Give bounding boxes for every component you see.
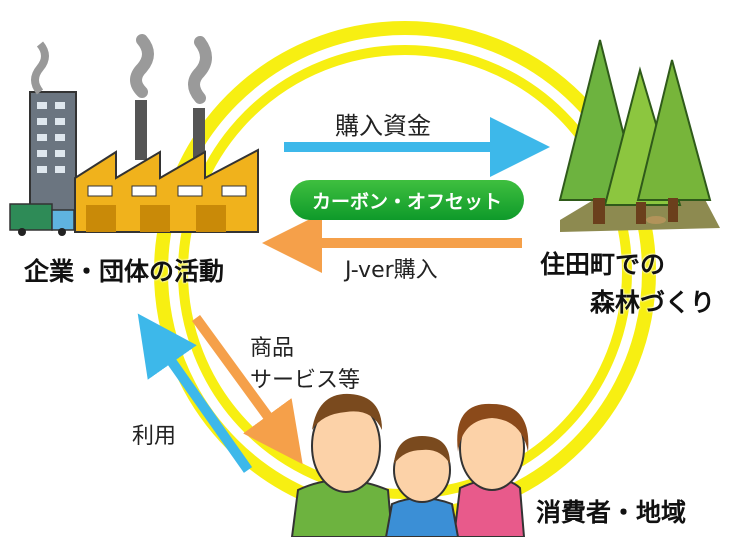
use-label: 利用 xyxy=(132,424,177,449)
jver-purchase-label: J-ver購入 xyxy=(345,258,438,283)
goods-label-line1: 商品 xyxy=(250,336,295,361)
company-activity-label: 企業・団体の活動 xyxy=(24,257,225,286)
family-illustration xyxy=(290,393,529,537)
goods-services-arrow xyxy=(191,315,303,465)
factory-illustration xyxy=(9,34,259,236)
carbon-offset-badge: カーボン・オフセット xyxy=(290,180,524,220)
forest-label-line2: 森林づくり xyxy=(590,288,716,317)
use-arrow xyxy=(137,313,253,473)
purchase-funds-label: 購入資金 xyxy=(335,112,431,140)
consumers-label: 消費者・地域 xyxy=(536,498,687,527)
forest-illustration xyxy=(558,39,720,232)
goods-label-line2: サービス等 xyxy=(250,368,361,393)
forest-label-line1: 住田町での xyxy=(540,250,666,279)
